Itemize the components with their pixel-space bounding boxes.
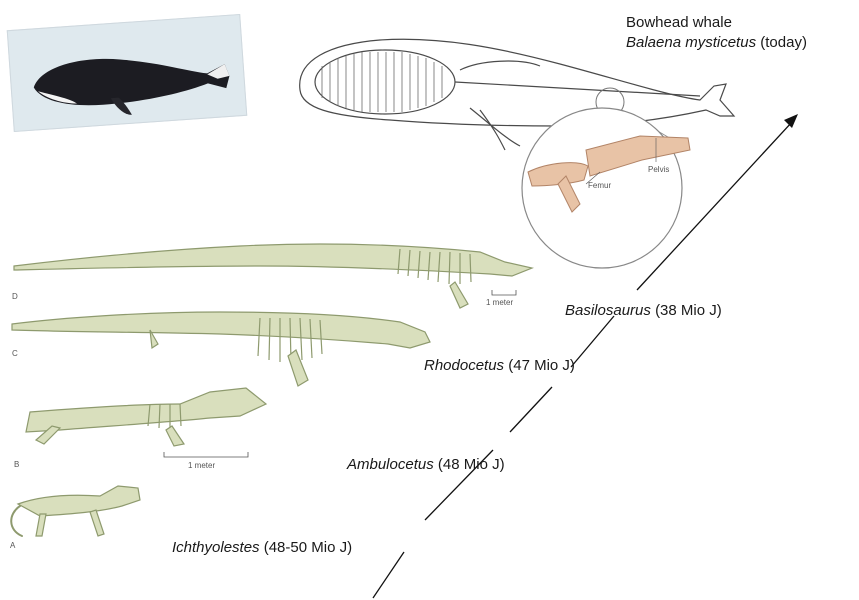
label-rhodocetus: Rhodocetus (47 Mio J) (424, 356, 575, 375)
fossil-letter-d: D (12, 292, 18, 301)
bowhead-skeleton-drawing (300, 39, 734, 150)
label-ambulocetus-age: (48 Mio J) (438, 456, 505, 473)
pelvis-femur-inset: Femur Pelvis (522, 108, 690, 268)
skeleton-ambulocetus: B 1 meter (14, 388, 266, 470)
label-basilosaurus: Basilosaurus (38 Mio J) (565, 301, 722, 320)
skeleton-ichthyolestes: A (10, 486, 140, 550)
label-ichthyolestes-age: (48-50 Mio J) (264, 539, 352, 556)
scale-bar-label-top: 1 meter (486, 298, 513, 307)
label-ambulocetus: Ambulocetus (48 Mio J) (347, 455, 505, 474)
skeleton-rhodocetus: C (12, 312, 430, 386)
label-basilosaurus-age: (38 Mio J) (655, 302, 722, 319)
label-basilosaurus-name: Basilosaurus (565, 302, 651, 319)
label-rhodocetus-name: Rhodocetus (424, 357, 504, 374)
label-ichthyolestes-name: Ichthyolestes (172, 539, 260, 556)
label-ichthyolestes: Ichthyolestes (48-50 Mio J) (172, 538, 352, 557)
fossil-letter-a: A (10, 541, 16, 550)
label-ambulocetus-name: Ambulocetus (347, 456, 434, 473)
timeline-arrowhead (784, 114, 798, 128)
fossil-letter-b: B (14, 460, 19, 469)
inset-femur-label: Femur (588, 181, 611, 190)
scale-bar-label-bottom: 1 meter (188, 461, 215, 470)
label-rhodocetus-age: (47 Mio J) (504, 357, 575, 374)
skeleton-basilosaurus: D 1 meter (12, 244, 532, 308)
inset-pelvis-label: Pelvis (648, 165, 669, 174)
fossil-letter-c: C (12, 349, 18, 358)
